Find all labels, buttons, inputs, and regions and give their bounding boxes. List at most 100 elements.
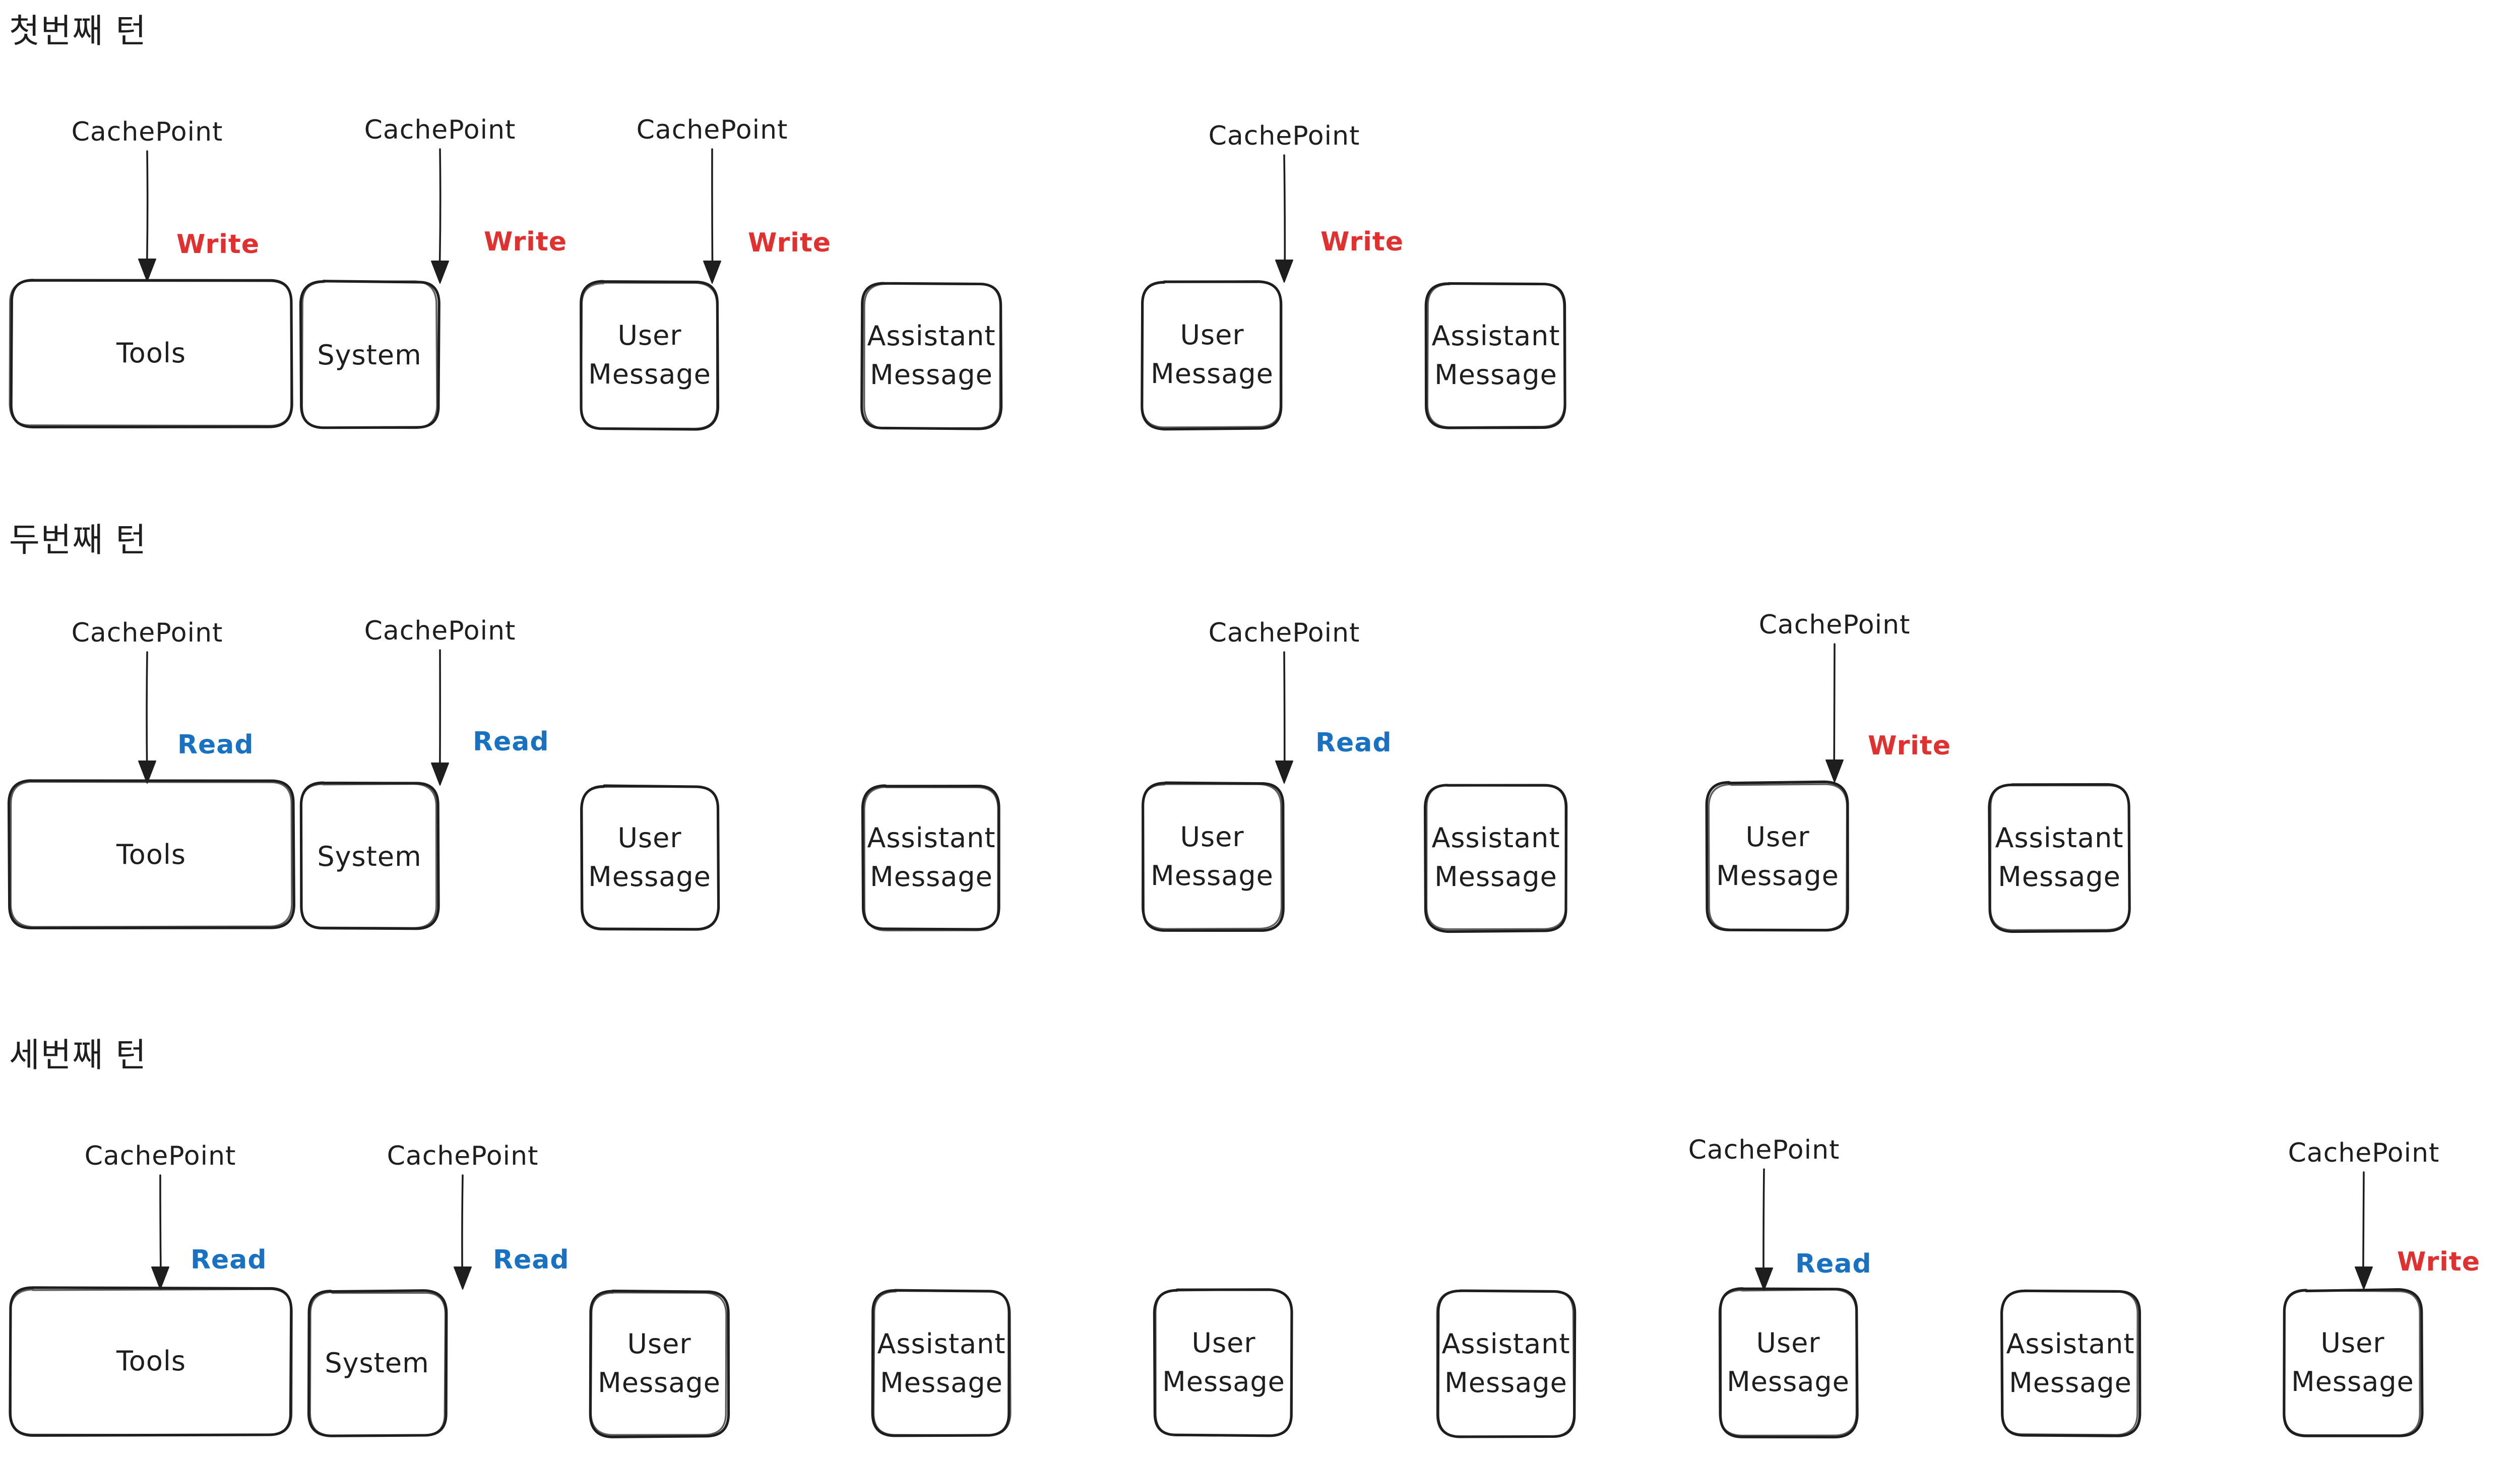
message-box-label: Assistant Message <box>2006 1328 2135 1399</box>
read-label: Read <box>493 1245 570 1275</box>
message-box: System <box>294 275 445 435</box>
arrowhead <box>454 1266 472 1290</box>
message-box-outline <box>1988 783 2131 933</box>
message-box: User Message <box>2277 1282 2428 1443</box>
message-box: User Message <box>574 778 725 937</box>
arrowhead <box>1755 1268 1773 1291</box>
message-box-outline <box>871 1289 1012 1437</box>
cache-point-label: CachePoint <box>1208 121 1360 151</box>
cache-point-arrow <box>703 148 721 284</box>
message-box: Assistant Message <box>866 1284 1017 1443</box>
cache-point-arrow <box>138 150 156 282</box>
message-box-label: System <box>325 1347 429 1379</box>
message-box-outline <box>1423 784 1568 933</box>
message-box-outline <box>9 1286 293 1437</box>
message-box-label: Tools <box>116 337 186 369</box>
message-box-label: User Message <box>1716 820 1839 892</box>
message-box: Tools <box>3 1281 299 1442</box>
message-box-label: System <box>317 840 422 872</box>
message-box: User Message <box>574 275 725 435</box>
message-box: Assistant Message <box>1995 1284 2146 1443</box>
arrowhead <box>431 261 449 284</box>
message-box: User Message <box>1135 274 1289 435</box>
cache-point-arrow <box>1275 154 1293 283</box>
cache-point-arrow <box>1825 643 1844 783</box>
cache-point-label: CachePoint <box>387 1141 539 1171</box>
message-box-label: User Message <box>598 1328 721 1399</box>
message-box-label: Assistant Message <box>867 822 996 893</box>
message-box-label: User Message <box>1151 319 1274 390</box>
write-label: Write <box>176 229 260 260</box>
message-box-outline <box>1424 282 1566 429</box>
message-box-outline <box>1153 1288 1293 1437</box>
message-box-label: Assistant Message <box>1431 822 1560 893</box>
message-box: User Message <box>1148 1282 1299 1443</box>
message-box: Assistant Message <box>1419 778 1572 937</box>
message-box-label: Tools <box>116 838 186 870</box>
arrowhead <box>151 1266 169 1290</box>
cache-point-arrow <box>151 1174 169 1290</box>
message-box: Assistant Message <box>1430 1284 1582 1443</box>
message-box-label: User Message <box>1162 1327 1285 1398</box>
turn-title: 두번째 턴 <box>9 521 147 559</box>
cache-point-arrow <box>138 651 156 784</box>
write-label: Write <box>1868 731 1951 761</box>
message-box-outline <box>307 1289 448 1437</box>
turn-title: 세번째 턴 <box>9 1036 147 1074</box>
cache-point-label: CachePoint <box>71 618 223 648</box>
message-box: Assistant Message <box>856 778 1007 937</box>
arrowhead <box>1825 759 1844 783</box>
message-box-label: Assistant Message <box>1431 320 1560 391</box>
message-box-outline <box>1141 781 1285 932</box>
message-box: System <box>294 777 445 937</box>
read-label: Read <box>191 1245 267 1275</box>
message-box-label: System <box>317 339 422 371</box>
message-box-label: Assistant Message <box>1995 822 2124 893</box>
read-label: Read <box>473 727 549 757</box>
message-box: Tools <box>3 774 299 935</box>
cache-point-arrow <box>1275 651 1293 784</box>
arrowhead <box>2355 1266 2373 1290</box>
cache-point-label: CachePoint <box>1758 610 1911 640</box>
message-box: System <box>301 1283 453 1443</box>
cache-point-arrow <box>1755 1168 1773 1291</box>
arrowhead <box>1275 260 1293 283</box>
turn-title: 첫번째 턴 <box>9 12 147 50</box>
message-box-label: Tools <box>116 1345 186 1377</box>
arrowhead <box>138 259 156 282</box>
cache-point-label: CachePoint <box>1688 1135 1840 1165</box>
message-box: Tools <box>3 273 299 434</box>
message-box: User Message <box>1713 1282 1864 1443</box>
cache-point-label: CachePoint <box>636 115 788 145</box>
message-box-label: Assistant Message <box>877 1328 1006 1399</box>
message-box: Assistant Message <box>1419 276 1572 435</box>
message-box: Assistant Message <box>856 276 1007 435</box>
message-box-outline <box>9 279 293 428</box>
message-box-label: User Message <box>1151 820 1274 892</box>
cache-point-arrow <box>431 148 449 284</box>
message-box-outline <box>580 784 720 931</box>
cache-point-arrow <box>431 649 449 786</box>
cache-point-label: CachePoint <box>2288 1138 2440 1168</box>
message-box-label: User Message <box>2291 1327 2414 1398</box>
write-label: Write <box>1320 227 1404 257</box>
write-label: Write <box>484 227 568 257</box>
cache-point-arrow <box>2355 1171 2373 1290</box>
message-box: Assistant Message <box>1983 778 2136 937</box>
read-label: Read <box>1315 728 1392 758</box>
message-box-label: User Message <box>588 320 711 390</box>
message-box-outline <box>7 779 295 930</box>
cache-point-label: CachePoint <box>84 1141 236 1171</box>
message-box-outline <box>1705 780 1849 932</box>
message-box-outline <box>1141 280 1283 431</box>
arrowhead <box>703 261 721 284</box>
message-box-outline <box>2000 1289 2141 1437</box>
message-box-outline <box>861 784 1000 932</box>
message-box: User Message <box>1135 776 1289 937</box>
message-box-outline <box>299 280 440 429</box>
write-label: Write <box>2397 1247 2481 1277</box>
cache-point-label: CachePoint <box>364 616 516 646</box>
read-label: Read <box>177 730 254 760</box>
cache-point-label: CachePoint <box>364 115 516 145</box>
